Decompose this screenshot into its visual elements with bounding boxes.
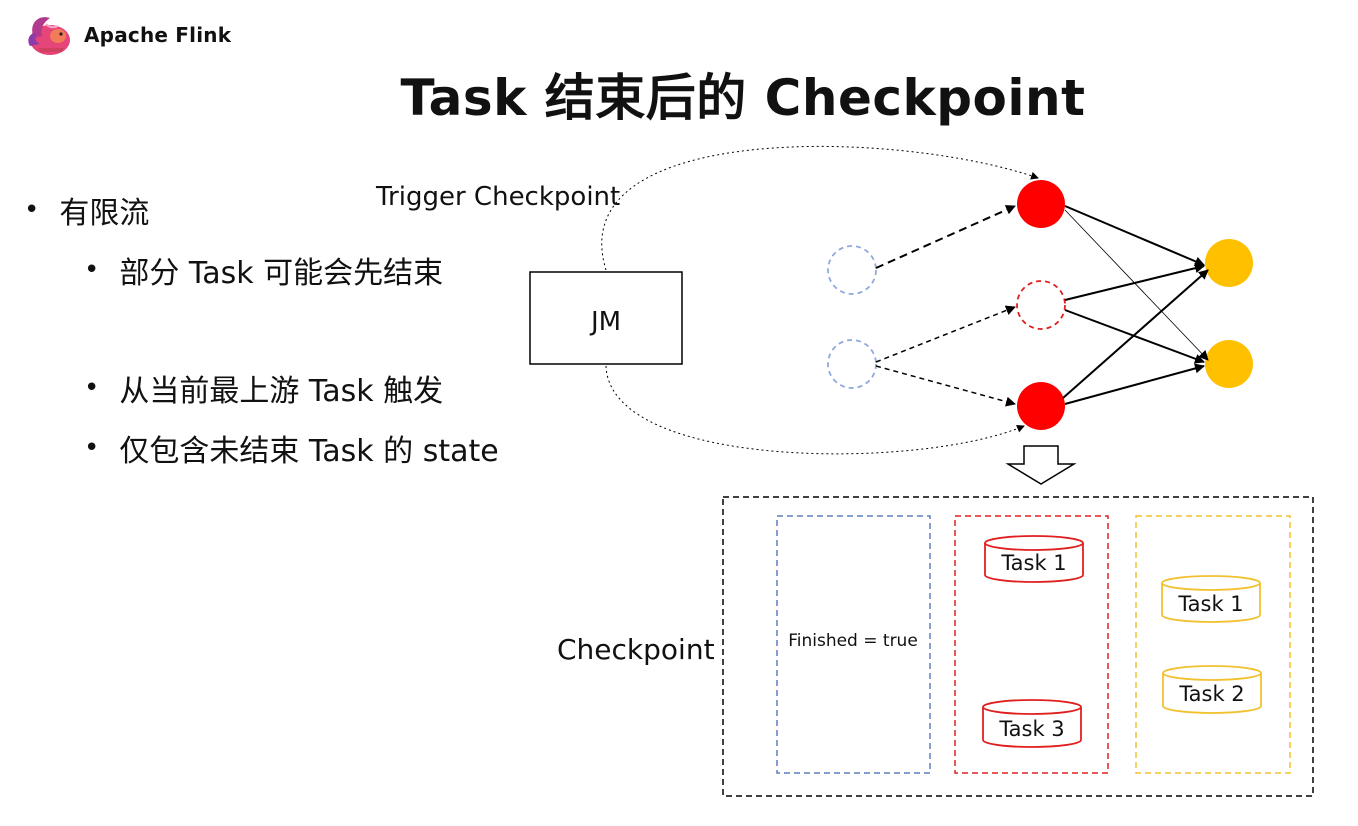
dashed-edge: [875, 205, 1016, 269]
state-cylinder: Task 1: [984, 535, 1084, 583]
checkpoint-box: [722, 496, 1314, 797]
trigger-curve-top: [601, 145, 1039, 271]
down-arrow-icon: [1005, 445, 1077, 485]
task-label: Task 3: [998, 717, 1064, 741]
bullet-item: • 从当前最上游 Task 触发: [84, 366, 443, 410]
finished-task-node: [1016, 280, 1066, 330]
bullet-dot-icon: •: [84, 373, 100, 403]
page-title: Task 结束后的 Checkpoint: [400, 69, 1086, 127]
bullet-dot-icon: •: [24, 195, 40, 225]
bullet-item: • 有限流: [24, 188, 149, 232]
state-cylinder: Task 1: [1161, 575, 1261, 623]
jm-label: JM: [589, 307, 621, 337]
running-task-node: [1017, 180, 1065, 228]
brand-name: Apache Flink: [84, 23, 232, 47]
sink-task-node: [1205, 239, 1253, 287]
bullet-dot-icon: •: [84, 433, 100, 463]
bullet-text: 仅包含未结束 Task 的 state: [119, 434, 499, 469]
yellow-task-column: [1135, 515, 1291, 774]
solid-edge: [1062, 269, 1209, 399]
bullet-text: 从当前最上游 Task 触发: [119, 374, 444, 409]
red-task-column: [954, 515, 1109, 774]
trigger-curve-bottom: [605, 365, 1025, 455]
dashed-edge: [875, 305, 1016, 363]
apache-flink-logo: Apache Flink: [24, 10, 231, 60]
jm-box: [529, 271, 683, 365]
bullet-text: 部分 Task 可能会先结束: [119, 256, 444, 291]
solid-edge: [1064, 209, 1209, 361]
finished-column: [776, 515, 931, 774]
task-label: Task 1: [1177, 592, 1243, 616]
finished-source-node: [827, 339, 877, 389]
bullet-item: • 仅包含未结束 Task 的 state: [84, 426, 499, 470]
dashed-edge: [875, 365, 1016, 407]
task-label: Task 1: [1000, 551, 1066, 575]
solid-edge: [1064, 263, 1205, 301]
finished-label: Finished = true: [788, 631, 918, 651]
sink-task-node: [1205, 340, 1253, 388]
bullet-item: • 部分 Task 可能会先结束: [84, 248, 443, 292]
solid-edge: [1064, 205, 1205, 267]
bullet-text: 有限流: [59, 196, 150, 231]
finished-source-node: [827, 245, 877, 295]
squirrel-logo-icon: [28, 17, 70, 55]
state-cylinder: Task 2: [1162, 665, 1262, 714]
checkpoint-label: Checkpoint: [557, 633, 715, 666]
trigger-checkpoint-label: Trigger Checkpoint: [375, 182, 620, 212]
solid-edge: [1064, 363, 1205, 405]
state-cylinder: Task 3: [982, 699, 1082, 748]
running-task-node: [1017, 382, 1065, 430]
task-label: Task 2: [1178, 682, 1244, 706]
bullet-dot-icon: •: [84, 255, 100, 285]
